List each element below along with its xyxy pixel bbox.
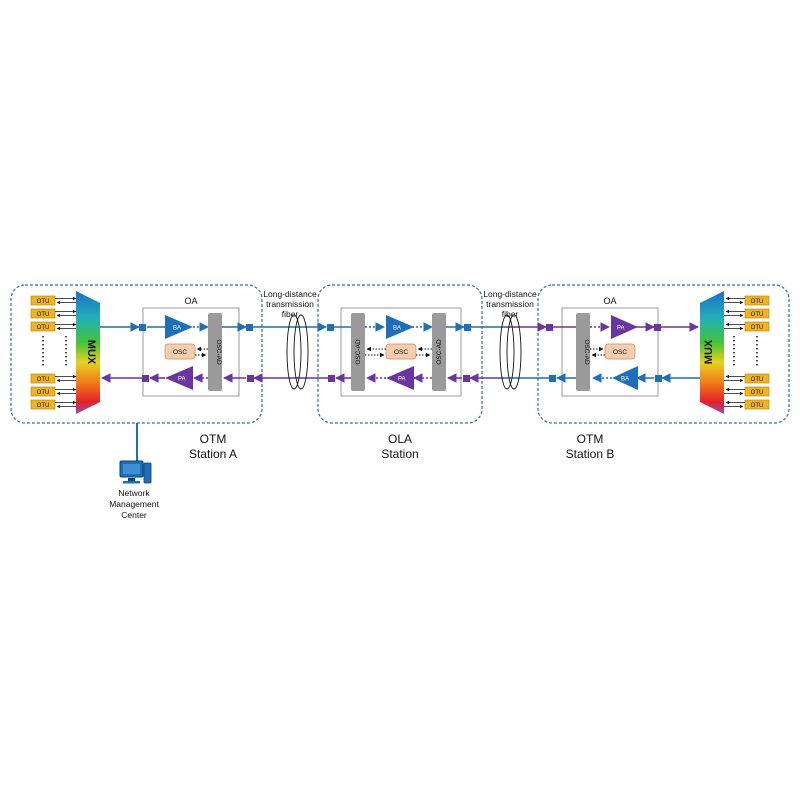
- otu-label: OTU: [37, 325, 50, 331]
- osc-ad-label-a: OSC-AD: [215, 339, 222, 365]
- otu-label: OTU: [37, 403, 50, 409]
- oa-label-a: OA: [184, 296, 197, 306]
- otu-label: OTU: [751, 299, 764, 305]
- pa-amplifier-ola: [386, 366, 414, 390]
- svg-text:Network: Network: [118, 488, 150, 498]
- osc-ad-ola-right: [432, 313, 446, 391]
- osc-ad-label-b: OSC-AD: [583, 339, 590, 365]
- svg-text:transmission: transmission: [486, 299, 534, 309]
- otu-label: OTU: [37, 390, 50, 396]
- fiber-coil-1: [286, 314, 309, 390]
- pa-amplifier-a: [165, 366, 193, 390]
- svg-text:fiber: fiber: [502, 309, 519, 319]
- osc-ad-b: [576, 313, 590, 391]
- osc-ad-ola-left: [351, 313, 365, 391]
- nmc-label: Network Management Center: [109, 488, 159, 520]
- osc-box-b: [604, 343, 636, 360]
- mux-a: [76, 291, 100, 414]
- osc-links-b: [590, 346, 605, 358]
- svg-text:Center: Center: [121, 510, 147, 520]
- svg-text:Station A: Station A: [189, 447, 237, 461]
- svg-text:Long-distance: Long-distance: [263, 289, 317, 299]
- otu-label: OTU: [751, 403, 764, 409]
- port-squares: [139, 324, 662, 382]
- otu-connectors-a: [55, 296, 77, 409]
- ba-label-a: BA: [173, 326, 181, 332]
- pa-amplifier-b: [611, 315, 638, 339]
- otu-label: OTU: [751, 325, 764, 331]
- osc-links-a: [195, 346, 208, 358]
- otu-label: OTU: [751, 377, 764, 383]
- ba-label-ola: BA: [393, 326, 401, 332]
- pa-label-ola: PA: [398, 377, 406, 383]
- fiber-coil-2: [499, 314, 522, 390]
- osc-links-ola: [365, 346, 432, 358]
- ba-amplifier-a: [165, 315, 193, 339]
- fiber-label-1: Long-distance transmission fiber: [263, 289, 317, 319]
- ola-station-boundary: [317, 284, 483, 424]
- otu-label: OTU: [37, 312, 50, 318]
- otu-label: OTU: [37, 377, 50, 383]
- fiber-label-2: Long-distance transmission fiber: [483, 289, 537, 319]
- osc-box-a: [164, 343, 196, 360]
- station-b-label: OTM Station B: [566, 432, 615, 461]
- otu-ellipsis-a: [42, 336, 67, 368]
- osc-ad-label-ola-left: OSC-AD: [355, 339, 362, 365]
- osc-ad-label-ola-right: OSC-AD: [436, 339, 443, 365]
- ba-amplifier-b: [612, 366, 638, 390]
- otu-ellipsis-b: [733, 336, 758, 368]
- svg-text:OLA: OLA: [388, 432, 412, 446]
- station-a-label: OTM Station A: [189, 432, 237, 461]
- otu-group-b-bottom: OTU OTU OTU: [744, 373, 770, 410]
- osc-label-b: OSC: [613, 349, 627, 356]
- svg-text:Management: Management: [109, 499, 159, 509]
- osc-ad-a: [208, 313, 222, 391]
- mux-b: [700, 291, 724, 414]
- computer-icon: [119, 460, 152, 484]
- otu-label: OTU: [751, 312, 764, 318]
- mux-label-a: MUX: [85, 340, 97, 365]
- station-b-boundary: [537, 284, 790, 424]
- ba-label-b: BA: [621, 377, 629, 383]
- mux-label-b: MUX: [703, 339, 715, 364]
- osc-label-ola: OSC: [394, 349, 408, 356]
- pa-label-a: PA: [178, 377, 186, 383]
- svg-text:OTM: OTM: [200, 432, 227, 446]
- osc-label-a: OSC: [173, 349, 187, 356]
- osc-box-ola: [385, 343, 417, 360]
- svg-text:fiber: fiber: [282, 309, 299, 319]
- svg-text:Long-distance: Long-distance: [483, 289, 537, 299]
- ba-amplifier-ola: [386, 315, 414, 339]
- otu-group-a-top: OTU OTU OTU: [30, 295, 56, 332]
- svg-text:Station B: Station B: [566, 447, 615, 461]
- otu-label: OTU: [751, 390, 764, 396]
- otu-label: OTU: [37, 299, 50, 305]
- oa-label-b: OA: [603, 296, 616, 306]
- ola-station-label: OLA Station: [381, 432, 418, 461]
- otu-group-a-bottom: OTU OTU OTU: [30, 373, 56, 410]
- station-a-boundary: [10, 284, 263, 424]
- otu-group-b-top: OTU OTU OTU: [744, 295, 770, 332]
- svg-text:transmission: transmission: [266, 299, 314, 309]
- pa-label-b: PA: [617, 326, 625, 332]
- svg-text:Station: Station: [381, 447, 418, 461]
- otu-connectors-b: [724, 296, 745, 409]
- svg-text:OTM: OTM: [577, 432, 604, 446]
